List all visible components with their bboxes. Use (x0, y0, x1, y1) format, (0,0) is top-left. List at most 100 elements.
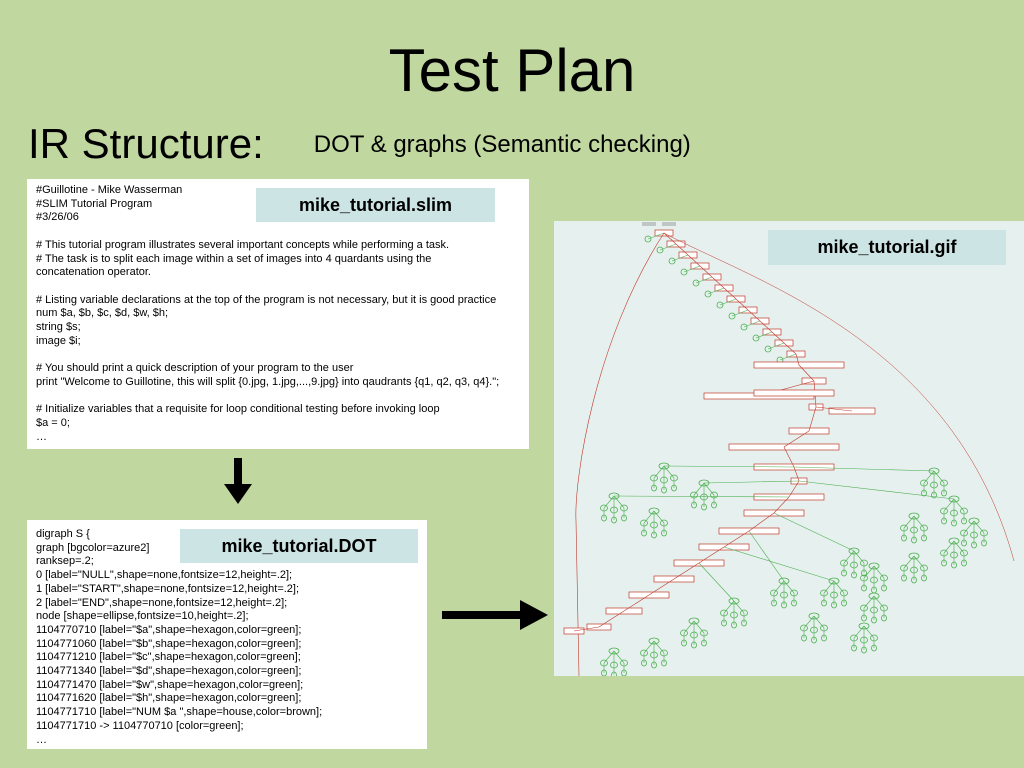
graph-node (811, 636, 817, 644)
graph-edge (833, 580, 845, 594)
graph-node (741, 619, 747, 627)
graph-edge (623, 594, 650, 612)
parse-tree-svg (563, 222, 1015, 676)
graph-edge (703, 480, 800, 484)
graph-node (661, 529, 667, 537)
graph-node (961, 559, 967, 567)
graph-node (691, 641, 697, 649)
graph-edge (795, 353, 800, 366)
graph-node (821, 634, 827, 642)
graph-edge (863, 625, 875, 639)
graph-node (921, 574, 927, 582)
graph-edge (719, 298, 737, 306)
code-line: digraph S { (36, 528, 90, 540)
graph-node (951, 519, 957, 527)
graph-edge (963, 520, 975, 534)
graph-node (971, 541, 977, 549)
graph-node (692, 279, 700, 287)
graph-edge (973, 520, 985, 534)
code-line (36, 225, 520, 239)
graph-edge (653, 510, 665, 524)
graph-edge (813, 615, 825, 629)
graph-node (641, 659, 647, 667)
code-line: #3/26/06 (36, 211, 79, 224)
graph-edge (853, 625, 865, 639)
graph-node (951, 561, 957, 569)
graph-edge (603, 650, 615, 664)
graph-node (704, 290, 712, 298)
code-line: concatenation operator. (36, 266, 151, 279)
graph-edge (815, 406, 853, 412)
graph-node (731, 621, 737, 629)
graph-edge (603, 495, 615, 509)
graph-edge (873, 565, 885, 579)
graph-edge (648, 578, 675, 596)
code-line: 1104770710 [label="$a",shape=hexagon,col… (36, 623, 302, 636)
code-line: 1104771470 [label="$w",shape=hexagon,col… (36, 678, 304, 691)
graph-edge (659, 243, 677, 251)
graph-edge (613, 650, 625, 664)
code-line: node [shape=ellipse,fontsize=10,height=.… (36, 610, 249, 623)
graph-edge (755, 331, 773, 339)
code-line: graph [bgcolor=azure2] (36, 541, 150, 554)
code-line: 1104771710 -> 1104770710 [color=green]; (36, 719, 244, 732)
graph-edge (675, 243, 689, 256)
code-line: 1104771340 [label="$d",shape=hexagon,col… (36, 665, 302, 678)
subtitle-sub: DOT & graphs (Semantic checking) (313, 131, 691, 158)
graph-node (611, 671, 617, 676)
graph-edge (663, 465, 795, 468)
graph-edge (613, 495, 625, 509)
graph-node (701, 503, 707, 511)
slide-subtitle: IR Structure: DOT & graphs (Semantic chec… (28, 120, 691, 168)
code-line: print "Welcome to Guillotine, this will … (36, 375, 500, 388)
graph-edge (693, 620, 705, 634)
code-line: string $s; (36, 321, 81, 333)
graph-node (871, 616, 877, 624)
graph-edge (723, 530, 750, 548)
graph-edge (723, 600, 735, 614)
graph-edge (683, 620, 695, 634)
code-line: … (36, 733, 47, 746)
graph-node (701, 639, 707, 647)
graph-node (961, 517, 967, 525)
graph-edge (573, 626, 600, 632)
graph-edge (863, 595, 875, 609)
graph-node (781, 601, 787, 609)
graph-edge (798, 364, 815, 382)
graph-node (621, 514, 627, 522)
graph-edge (771, 331, 785, 344)
graph-edge (683, 265, 701, 273)
code-line: 1104771710 [label="NUM $a ",shape=house,… (36, 706, 323, 719)
graph-node (681, 639, 687, 647)
code-line: #SLIM Tutorial Program (36, 197, 153, 210)
graph-node (871, 586, 877, 594)
code-line (36, 390, 520, 404)
graph-edge (783, 342, 797, 355)
subtitle-main: IR Structure: (28, 120, 264, 167)
graph-edge (913, 555, 925, 569)
graph-edge (798, 480, 955, 500)
graph-edge (747, 309, 761, 322)
graph-edge (693, 482, 705, 496)
graph-node (668, 257, 676, 265)
graph-node (764, 345, 772, 353)
graph-node (644, 235, 652, 243)
graph-edge (698, 546, 725, 564)
graph-edge (653, 465, 665, 479)
down-arrow-icon (224, 458, 252, 504)
graph-node (851, 571, 857, 579)
graph-edge (699, 265, 713, 278)
code-line: 2 [label="END",shape=none,fontsize=12,he… (36, 596, 288, 609)
graph-node (611, 516, 617, 524)
graph-node (821, 599, 827, 607)
code-line (36, 280, 520, 294)
code-line: #Guillotine - Mike Wasserman (36, 184, 183, 196)
graph-node (711, 501, 717, 509)
graph-node (941, 517, 947, 525)
gif-file-label: mike_tutorial.gif (768, 230, 1006, 265)
graph-node (791, 599, 797, 607)
graph-edge (643, 510, 655, 524)
graph-node (691, 501, 697, 509)
graph-edge (843, 550, 855, 564)
graph-edge (695, 276, 713, 284)
